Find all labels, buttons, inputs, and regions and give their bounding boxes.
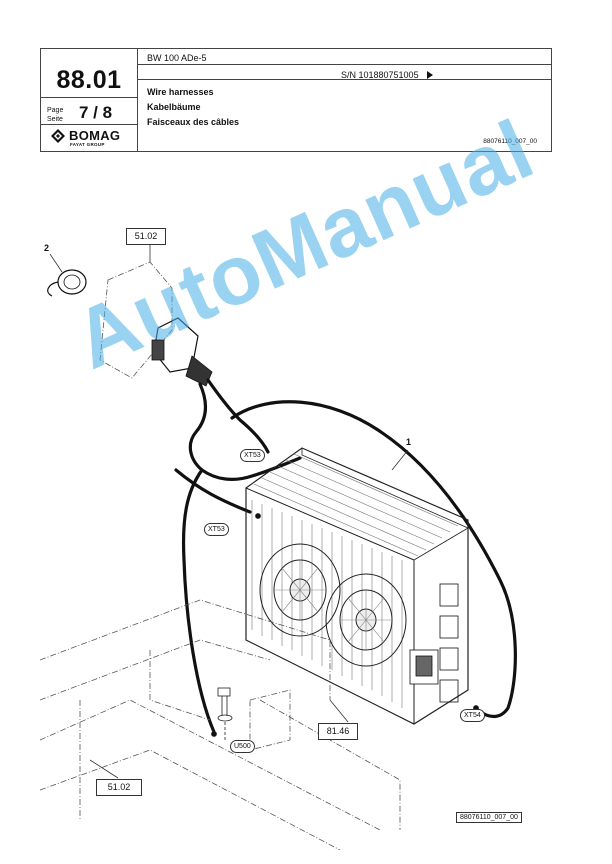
title-english: Wire harnesses — [147, 87, 214, 97]
bolt — [217, 687, 233, 740]
fan-left — [259, 543, 341, 637]
header-divider — [41, 124, 137, 125]
tag-u500: U500 — [230, 740, 255, 753]
serial-number: S/N 101880751005 — [341, 70, 433, 80]
callout-1: 1 — [406, 437, 412, 447]
section-number: 88.01 — [56, 66, 122, 94]
brand-subtitle: FAYAT GROUP — [70, 142, 105, 147]
fan-right — [325, 573, 407, 667]
page-number: 7 / 8 — [79, 103, 113, 122]
ref-51-02-bottom: 51.02 — [96, 779, 142, 796]
model-name: BW 100 ADe-5 — [147, 53, 207, 63]
tag-xt53-lower: XT53 — [204, 523, 229, 536]
plug-assembly — [151, 317, 213, 387]
ref-51-02-top: 51.02 — [126, 228, 166, 245]
brand-name: BOMAG — [69, 128, 121, 143]
header-divider — [137, 79, 551, 80]
title-french: Faisceaux des câbles — [147, 117, 240, 127]
ref-81-46: 81.46 — [318, 723, 358, 740]
header-divider — [137, 49, 138, 151]
arrow-right-icon — [426, 71, 433, 79]
frame-structure — [39, 599, 401, 850]
page-label: Page Seite — [47, 107, 64, 123]
title-german: Kabelbäume — [147, 102, 201, 112]
callout-2: 2 — [44, 243, 50, 253]
side-connectors — [409, 583, 459, 703]
bomag-logo-icon — [51, 129, 65, 143]
tag-xt54: XT54 — [460, 709, 485, 722]
connector-part-2 — [47, 253, 87, 297]
figure-code: 88076110_007_00 — [456, 812, 522, 823]
tag-xt53-upper: XT53 — [240, 449, 265, 462]
brand-logo: BOMAG FAYAT GROUP — [49, 126, 135, 150]
document-code: 88076110_007_00 — [483, 138, 537, 145]
controller-unit — [245, 447, 469, 725]
header-divider — [41, 97, 137, 98]
wiring-drawing — [39, 238, 517, 850]
header-table: 88.01 Page Seite 7 / 8 BOMAG FAYAT GROUP… — [40, 48, 552, 152]
cable-harness — [174, 378, 517, 734]
header-divider — [137, 64, 551, 65]
